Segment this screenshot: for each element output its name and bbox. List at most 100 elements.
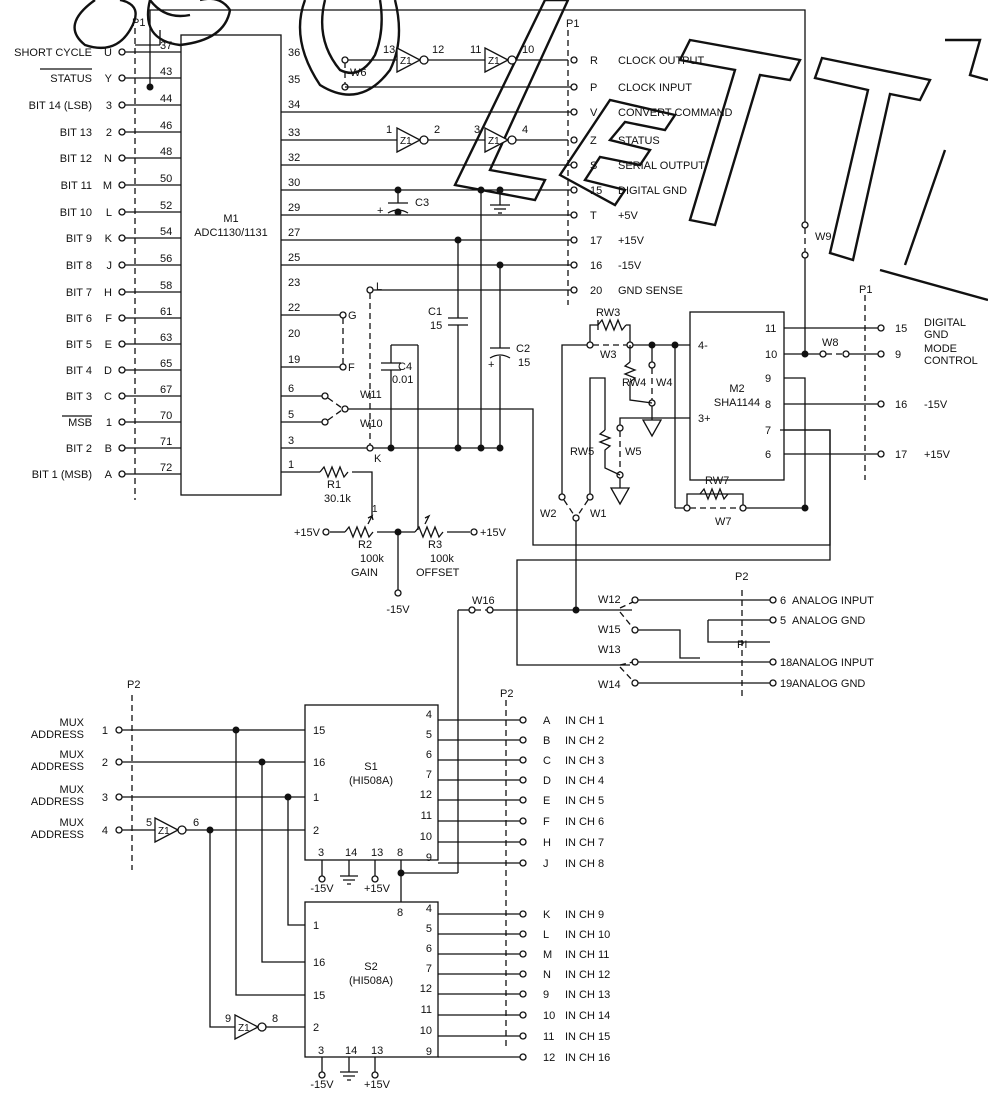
channel-label: IN CH 7 [565, 837, 604, 849]
jumper-w11: W11 [360, 389, 382, 401]
gate-pin: 4 [522, 124, 528, 136]
p1-pin: 17 [590, 235, 602, 247]
p1-pin: N [104, 153, 112, 165]
m1-pin: 70 [160, 410, 172, 422]
bit-label: BIT 14 (LSB) [29, 100, 92, 112]
gate-pin: 10 [522, 44, 534, 56]
bit-label: BIT 2 [66, 443, 92, 455]
jumper-w1: W1 [590, 508, 607, 520]
s1-pin: 7 [426, 769, 432, 781]
channel-pin: J [543, 858, 549, 870]
analog-pin: 19 [780, 678, 792, 690]
m1-right-pin: 19 [288, 354, 300, 366]
jumper-rw7: RW7 [705, 475, 729, 487]
m1-part: ADC1130/1131 [194, 227, 268, 239]
s2-pin: 16 [313, 957, 325, 969]
p1-pin: Z [590, 135, 597, 147]
m1-pin: 61 [160, 306, 172, 318]
channel-pin: B [543, 735, 550, 747]
connector-label: P2 [127, 679, 140, 691]
channel-pin: A [543, 715, 551, 727]
mux-pin: 4 [102, 825, 108, 837]
m1-right-pin: 22 [288, 302, 300, 314]
channel-label: IN CH 16 [565, 1052, 610, 1064]
c2-label: C2 [516, 343, 530, 355]
s1-pin: 8 [397, 847, 403, 859]
s1-pin: 1 [313, 792, 319, 804]
s2-pin: 3 [318, 1045, 324, 1057]
mux-label: MUX [60, 784, 85, 796]
jumper-w10: W10 [360, 418, 383, 430]
bit-label: STATUS [50, 73, 92, 85]
s2-pin: 15 [313, 990, 325, 1002]
p1-pin: M [103, 180, 112, 192]
m1-pin: 44 [160, 93, 172, 105]
m1-right-pin: 6 [288, 383, 294, 395]
s1-part: (HI508A) [349, 775, 393, 787]
channel-pin: K [543, 909, 551, 921]
m1-right-pin: 1 [288, 459, 294, 471]
s2-pin: 11 [421, 1004, 432, 1016]
bit-label: BIT 4 [66, 365, 92, 377]
m1-pin: 54 [160, 226, 172, 238]
analog-label: ANALOG INPUT [792, 595, 874, 607]
s2-part: (HI508A) [349, 975, 393, 987]
channel-label: IN CH 12 [565, 969, 610, 981]
channel-pin: 11 [543, 1031, 554, 1043]
m1-pin: 58 [160, 280, 172, 292]
s1-pin: 3 [318, 847, 324, 859]
m1-right-pin: 33 [288, 127, 300, 139]
bit-label: BIT 13 [60, 127, 92, 139]
m1-right-pin: 34 [288, 99, 300, 111]
s1-pin: 4 [426, 709, 432, 721]
p1-pin: 17 [895, 449, 907, 461]
supply-label: +15V [364, 1079, 391, 1091]
s2-pin: 13 [371, 1045, 383, 1057]
s1-pin: 9 [426, 852, 432, 864]
m1-right-pin: 30 [288, 177, 300, 189]
bit-label: BIT 7 [66, 287, 92, 299]
jumper-w5: W5 [625, 446, 642, 458]
analog-label: ANALOG INPUT [792, 657, 874, 669]
m1-right-pin: 3 [288, 435, 294, 447]
jumper-g: G [348, 310, 357, 322]
channel-pin: E [543, 795, 550, 807]
channel-label: IN CH 4 [565, 775, 604, 787]
connector-label: P1 [132, 17, 145, 29]
s2-box [304, 901, 439, 1058]
channel-pin: L [543, 929, 549, 941]
p1-pin: S [590, 160, 597, 172]
mux-label: ADDRESS [31, 729, 84, 741]
analog-pin: 18 [780, 657, 792, 669]
m2-pin: 10 [765, 349, 777, 361]
r2-label: R2 [358, 539, 372, 551]
p1-pin: Y [105, 73, 113, 85]
channel-label: IN CH 15 [565, 1031, 610, 1043]
p1-right-label: CONTROL [924, 355, 978, 367]
bit-label: BIT 12 [60, 153, 92, 165]
jumper-f: F [348, 362, 355, 374]
analog-pin: 6 [780, 595, 786, 607]
m2-pin: 11 [765, 323, 776, 335]
channel-label: IN CH 3 [565, 755, 604, 767]
p1-pin: E [105, 339, 112, 351]
jumper-w9: W9 [815, 231, 832, 243]
channel-label: IN CH 11 [565, 949, 609, 961]
gate-pin: 6 [193, 817, 199, 829]
z1-gate-a [396, 46, 429, 74]
obsolete-watermark [73, 0, 988, 302]
s2-pin: 7 [426, 963, 432, 975]
p1-right-label: GND [924, 329, 949, 341]
c1-label: C1 [428, 306, 442, 318]
p1-right-label: DIGITAL [924, 317, 966, 329]
channel-label: IN CH 2 [565, 735, 604, 747]
s2-pin: 1 [313, 920, 319, 932]
r2-name: GAIN [351, 567, 378, 579]
s1-name: S1 [364, 761, 377, 773]
c2-value: 15 [518, 357, 530, 369]
s1-box [304, 704, 439, 861]
m2-pin: 4- [698, 340, 708, 352]
m1-right-pin: 32 [288, 152, 300, 164]
